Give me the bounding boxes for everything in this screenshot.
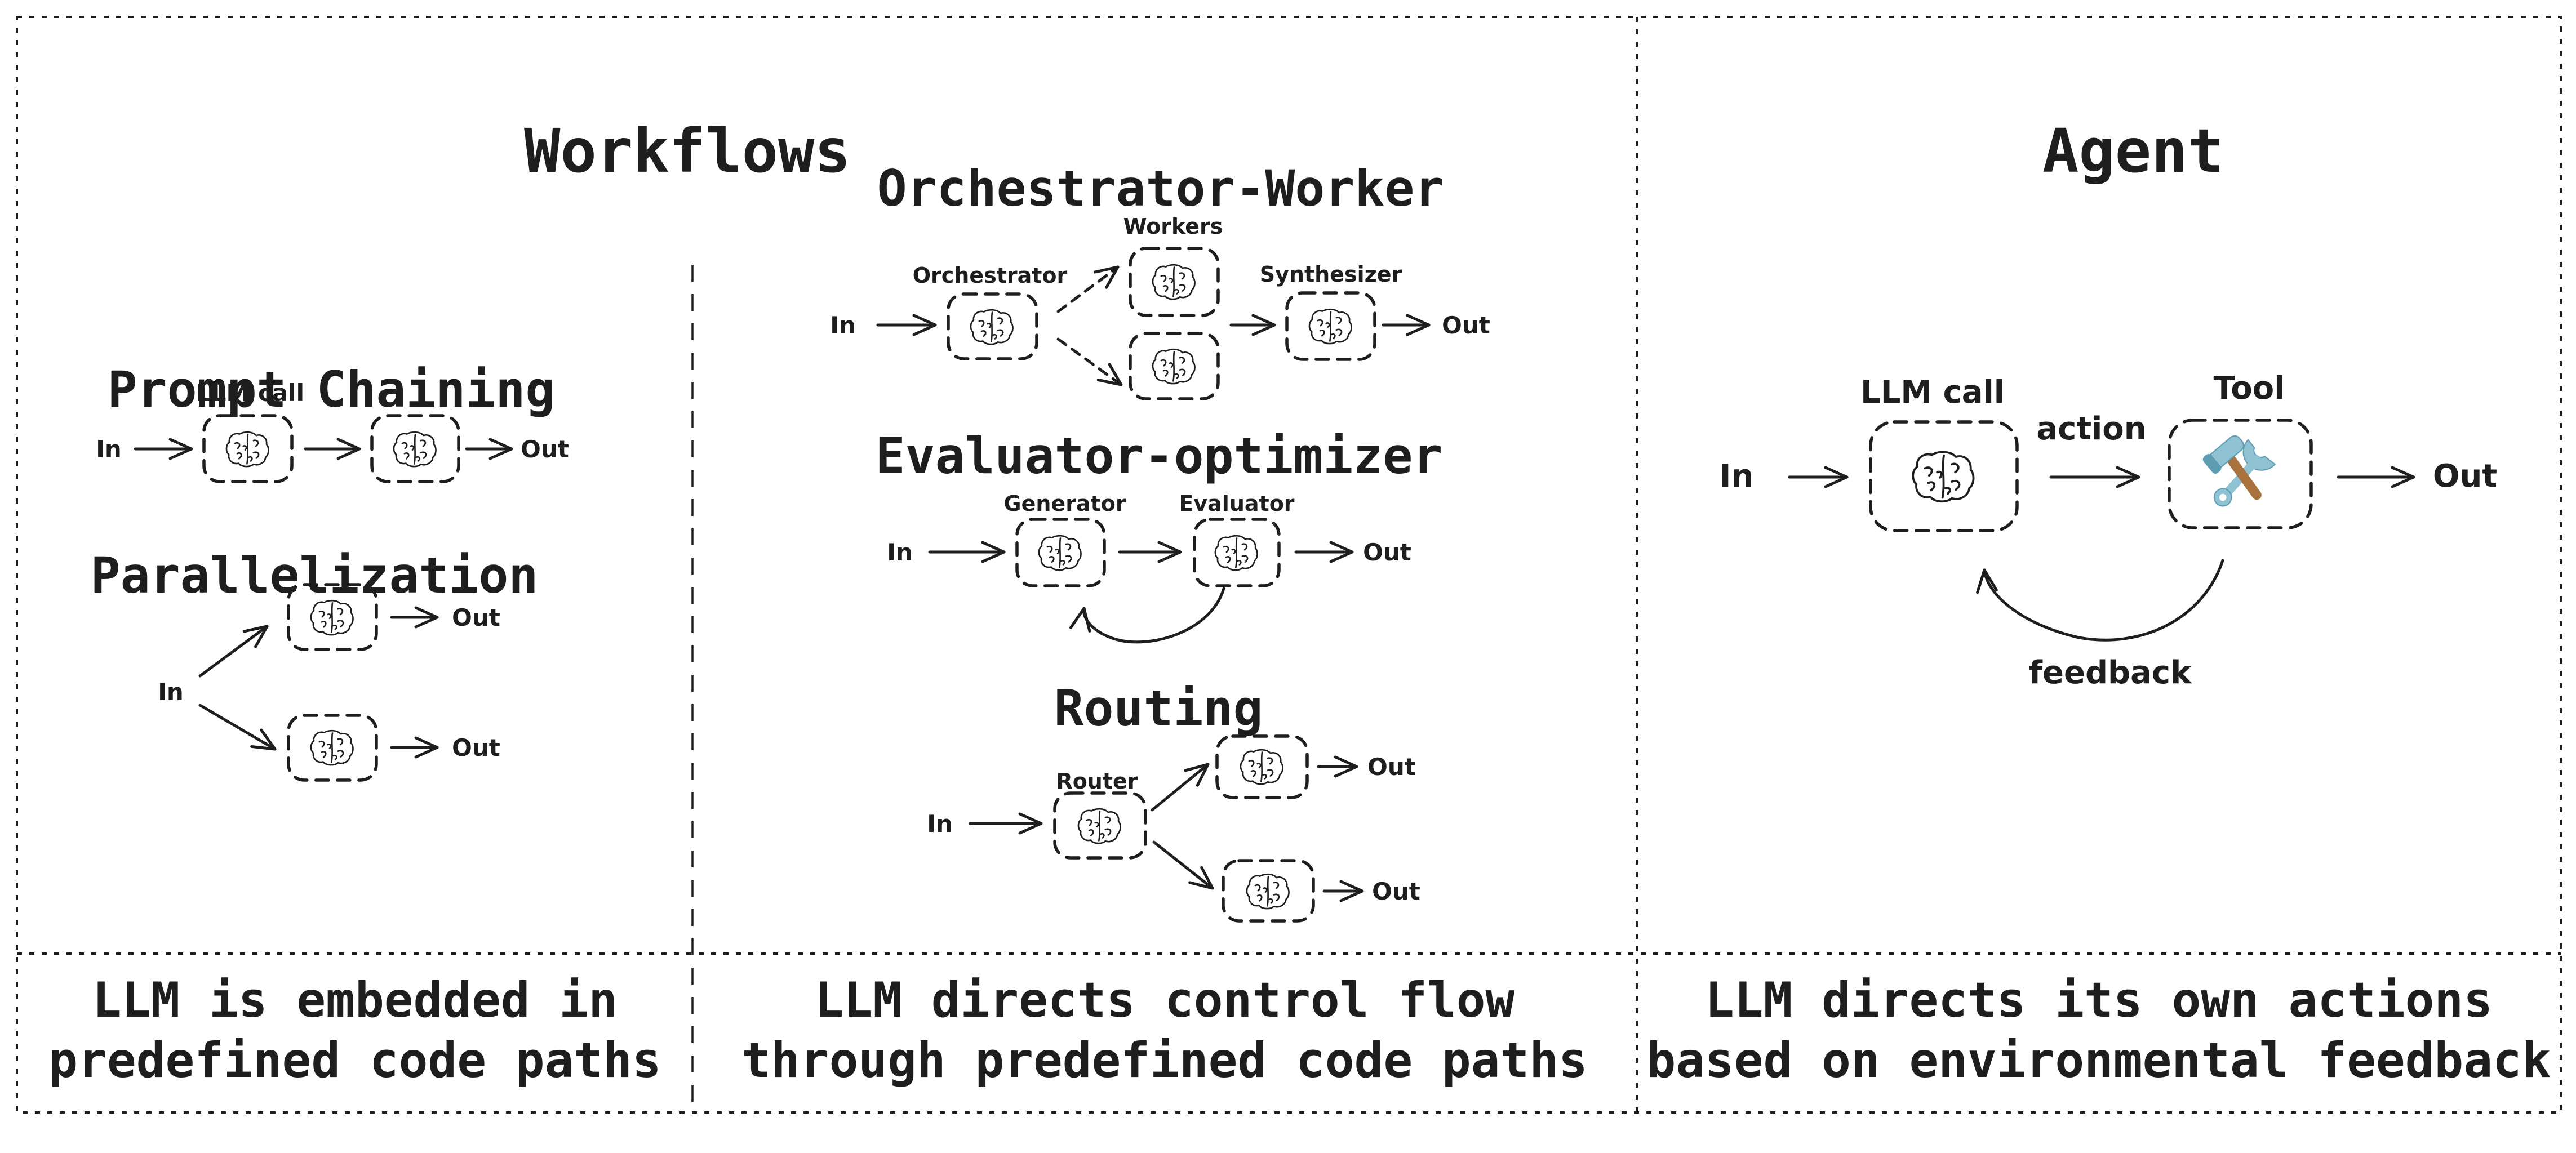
orchestrator-label: Orchestrator	[913, 263, 1068, 288]
out-label: Out	[1363, 538, 1411, 566]
brain-icon	[970, 309, 1014, 345]
parallelization-diagram: Parallelization In Out Out	[91, 546, 539, 782]
out-label: Out	[1442, 311, 1490, 339]
tool-label: Tool	[2214, 370, 2285, 407]
dashed-arrow	[1056, 337, 1123, 386]
arrow	[198, 704, 277, 751]
in-label: In	[927, 810, 953, 838]
caption-agent-line2: based on environmental feedback	[1646, 1032, 2551, 1089]
out-label: Out	[1367, 753, 1416, 781]
caption-agent-line1: LLM directs its own actions	[1705, 972, 2493, 1029]
llm-call-label: LLM call	[196, 379, 304, 407]
routing-diagram: Routing Router In Out Out	[927, 679, 1420, 923]
route-target-box	[1215, 734, 1309, 799]
caption-middle-line1: LLM directs control flow	[815, 972, 1515, 1029]
out-label: Out	[521, 435, 569, 463]
out-label: Out	[452, 604, 500, 631]
brain-icon	[1214, 535, 1258, 571]
synthesizer-box	[1285, 291, 1376, 361]
llm-box	[370, 414, 460, 483]
brain-icon	[1077, 808, 1121, 844]
feedback-loop-arrow	[1069, 587, 1225, 644]
feedback-label: feedback	[2029, 655, 2192, 691]
out-label: Out	[2433, 458, 2497, 495]
synthesizer-label: Synthesizer	[1260, 262, 1402, 287]
brain-icon	[393, 431, 437, 468]
action-label: action	[2036, 411, 2146, 447]
arrow	[1152, 840, 1214, 890]
prompt-chaining-diagram: Prompt Chaining LLM call In Out	[96, 360, 569, 483]
feedback-loop-arrow	[1976, 559, 2224, 642]
brain-icon	[225, 431, 269, 468]
workers-label: Workers	[1123, 214, 1223, 239]
orchestrator-worker-diagram: Orchestrator-Worker Orchestrator Workers…	[830, 159, 1490, 400]
agent-title: Agent	[2042, 117, 2224, 186]
in-label: In	[830, 311, 856, 339]
router-label: Router	[1056, 769, 1138, 794]
caption-middle-line2: through predefined code paths	[741, 1032, 1588, 1089]
arrow	[198, 625, 269, 678]
evaluator-box	[1193, 518, 1281, 587]
brain-icon	[310, 599, 354, 636]
llm-call-label: LLM call	[1860, 374, 2005, 411]
in-label: In	[887, 538, 913, 566]
in-label: In	[158, 678, 184, 706]
agent-diagram: LLM call Tool action In Out feedback	[1720, 370, 2497, 691]
in-label: In	[96, 435, 122, 463]
worker-box	[1129, 247, 1220, 317]
generator-label: Generator	[1003, 491, 1126, 516]
caption-row: LLM is embedded in predefined code paths…	[48, 972, 2551, 1089]
workflows-title: Workflows	[524, 117, 851, 186]
caption-left-line1: LLM is embedded in	[92, 972, 618, 1029]
llm-box	[1869, 420, 2019, 532]
evaluator-label: Evaluator	[1179, 491, 1294, 516]
out-label: Out	[452, 734, 500, 762]
dashed-arrow	[1056, 265, 1120, 313]
outer-border	[16, 16, 2562, 1114]
orchestrator-box	[947, 292, 1038, 360]
brain-icon	[1912, 451, 1975, 503]
brain-icon	[310, 729, 354, 766]
caption-left-line2: predefined code paths	[48, 1032, 661, 1089]
worker-box	[1129, 332, 1220, 400]
orchestrator-worker-title: Orchestrator-Worker	[877, 159, 1445, 217]
route-target-box	[1222, 859, 1315, 923]
llm-box	[287, 583, 378, 651]
out-label: Out	[1372, 878, 1420, 905]
brain-icon	[1152, 264, 1196, 300]
tool-box	[2168, 419, 2313, 529]
router-box	[1053, 791, 1147, 860]
generator-box	[1015, 518, 1106, 587]
brain-icon	[1246, 873, 1290, 910]
in-label: In	[1720, 458, 1754, 495]
evaluator-optimizer-title: Evaluator-optimizer	[876, 427, 1443, 485]
llm-box	[287, 714, 378, 782]
brain-icon	[1308, 308, 1352, 345]
parallelization-title: Parallelization	[91, 546, 539, 604]
brain-icon	[1152, 348, 1196, 385]
evaluator-optimizer-diagram: Evaluator-optimizer Generator Evaluator …	[876, 427, 1443, 644]
routing-title: Routing	[1054, 679, 1263, 737]
llm-box	[202, 414, 294, 483]
hammer-wrench-icon	[2201, 431, 2275, 506]
brain-icon	[1240, 749, 1283, 785]
arrow	[1151, 763, 1210, 812]
prompt-chaining-title: Prompt Chaining	[108, 360, 556, 419]
brain-icon	[1038, 535, 1082, 571]
